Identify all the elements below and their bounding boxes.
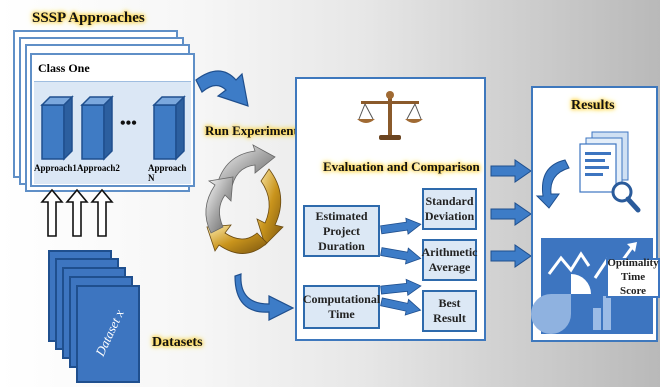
cube-icon-3: [152, 95, 186, 161]
curved-arrow-icon-bottom: [234, 273, 295, 321]
small-arrow-icon-1: [380, 217, 422, 235]
ellipsis: •••: [120, 115, 137, 132]
up-arrow-icon-3: [90, 188, 114, 237]
cube-icon-2: [80, 95, 114, 161]
up-arrow-icon-2: [65, 188, 89, 237]
results-title: Results: [571, 98, 615, 113]
input-estimated-duration: Estimated Project Duration: [303, 205, 380, 257]
curved-arrow-icon-results: [535, 159, 570, 209]
small-arrow-icon-2: [380, 247, 422, 265]
up-arrow-icon-1: [40, 188, 64, 237]
result-arrow-icon-3: [490, 244, 532, 268]
approach-label-1: Approach1: [34, 163, 77, 173]
result-arrow-icon-2: [490, 202, 532, 226]
evaluation-title: Evaluation and Comparison: [323, 159, 480, 174]
dataset-card-label: Dataset x: [92, 307, 127, 359]
output-arithmetic-average: Arithmetic Average: [422, 239, 478, 281]
dataset-card: Dataset x: [76, 285, 140, 383]
curved-arrow-icon-top: [195, 70, 249, 107]
class-card: Class One ••• Approach1 Approach2 Approa…: [30, 53, 195, 187]
results-panel: Results Optimality Time Score: [531, 86, 660, 342]
analytics-icon: [531, 242, 637, 334]
scale-icon: [357, 91, 423, 140]
optimality-time-score: Optimality Time Score: [606, 257, 660, 298]
cube-icon-1: [40, 95, 74, 161]
class-label: Class One: [38, 61, 90, 75]
small-arrow-icon-3: [380, 278, 422, 297]
datasets-label: Datasets: [152, 335, 203, 350]
output-standard-deviation: Standard Deviation: [422, 188, 477, 230]
approach-label-2: Approach2: [77, 163, 120, 173]
cycle-icon: [205, 144, 284, 254]
result-arrow-icon-1: [490, 159, 532, 183]
sssp-title: SSSP Approaches: [32, 10, 145, 26]
small-arrow-icon-4: [380, 297, 422, 316]
approach-label-3: Approach N: [148, 163, 187, 183]
run-experiments-label: Run Experiments: [205, 123, 303, 138]
output-best-result: Best Result: [422, 290, 477, 332]
input-computational-time: Computational Time: [303, 285, 380, 329]
documents-icon: [579, 131, 641, 213]
